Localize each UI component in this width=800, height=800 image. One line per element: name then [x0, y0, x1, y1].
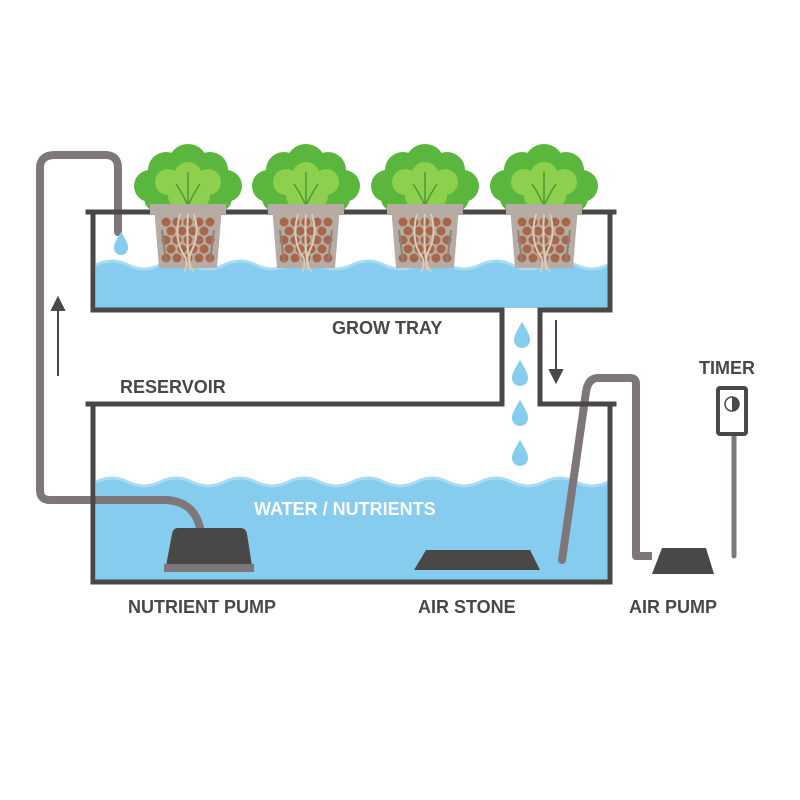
net-pot [387, 204, 463, 273]
inlet-water-drop [114, 232, 128, 255]
air-pump [652, 548, 714, 574]
grow-tray-water [95, 259, 609, 308]
lettuce-plant [134, 144, 242, 273]
water-drop [514, 322, 530, 348]
flow-arrow-up [50, 295, 66, 376]
net-pot [506, 204, 582, 273]
water-drop [512, 440, 528, 466]
submersible-pump [164, 528, 254, 572]
timer-label: TIMER [699, 358, 755, 378]
nutrient-pump-label: NUTRIENT PUMP [128, 597, 276, 617]
air-pump-label: AIR PUMP [629, 597, 717, 617]
air-stone [414, 550, 540, 570]
lettuce-plant [371, 144, 479, 273]
nutrient-delivery-tube [36, 151, 204, 532]
grow-tray-label: GROW TRAY [332, 318, 442, 338]
water-drop [512, 400, 528, 426]
lettuce-plant [490, 144, 598, 273]
net-pot [268, 204, 344, 273]
net-pot [150, 204, 226, 273]
flow-arrow-down [548, 320, 564, 385]
water-nutrients-label: WATER / NUTRIENTS [254, 499, 436, 519]
timer-icon [716, 386, 748, 436]
lettuce-plant [252, 144, 360, 273]
air-stone-label: AIR STONE [418, 597, 516, 617]
air-line-tube [558, 374, 640, 564]
reservoir-label: RESERVOIR [120, 377, 226, 397]
grow-tray-outline [90, 209, 613, 585]
water-drop [512, 360, 528, 386]
falling-water-drops [512, 322, 530, 466]
plants-row [134, 144, 598, 273]
